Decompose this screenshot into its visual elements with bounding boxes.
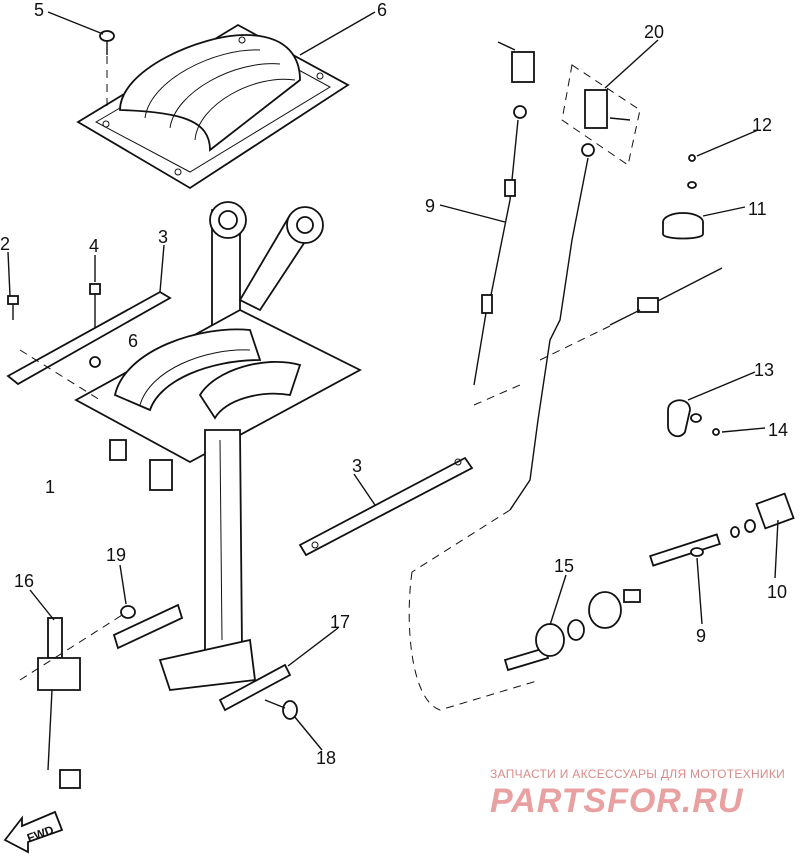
- callout-4: 4: [89, 236, 99, 256]
- callout-15: 15: [554, 556, 574, 576]
- callout-19: 19: [106, 545, 126, 565]
- rod-cable: [539, 267, 723, 361]
- strap-3-lower: [298, 456, 474, 557]
- watermark-brand: PARTSFOR.RU: [490, 782, 744, 820]
- plate-19: [112, 603, 184, 650]
- callout-13: 13: [754, 360, 774, 380]
- callout-16: 16: [14, 571, 34, 591]
- switch-16: [19, 609, 131, 789]
- callout-1: 1: [45, 477, 55, 497]
- watermark: ЗАПЧАСТИ И АКСЕССУАРЫ ДЛЯ МОТОТЕХНИКИ PA…: [490, 767, 785, 820]
- cable-8: [473, 41, 535, 406]
- clip-13: [667, 399, 691, 438]
- grip-10: [730, 492, 795, 538]
- callout-12: 12: [752, 115, 772, 135]
- callout-6: 6: [377, 0, 387, 20]
- lever-assembly: [74, 201, 362, 691]
- nut-14: [690, 413, 720, 436]
- throttle-15: [503, 589, 641, 672]
- callout-labels: 5 6 2 4 3 6 1 9 20 12 11 13 14 3 10 9 15…: [0, 0, 788, 768]
- knob-11: [662, 212, 704, 240]
- callout-3-lower: 3: [352, 456, 362, 476]
- shaft-9: [649, 533, 721, 567]
- callout-11: 11: [748, 199, 767, 219]
- callout-7: 5: [34, 0, 44, 20]
- fwd-arrow: FWD: [3, 810, 64, 854]
- callout-10: 10: [767, 582, 787, 602]
- callout-9: 9: [696, 626, 706, 646]
- callout-8: 9: [425, 196, 435, 216]
- bolt-4: [89, 283, 101, 368]
- callout-5: 6: [128, 331, 138, 351]
- callout-18: 18: [316, 748, 336, 768]
- clamp-20: [408, 64, 641, 711]
- callout-14: 14: [768, 420, 788, 440]
- leader-lines: [7, 11, 779, 751]
- cover-plate: [76, 23, 350, 190]
- watermark-tagline: ЗАПЧАСТИ И АКСЕССУАРЫ ДЛЯ МОТОТЕХНИКИ: [490, 767, 785, 781]
- callout-3-upper: 3: [158, 227, 168, 247]
- callout-2: 2: [0, 234, 10, 254]
- callout-20: 20: [644, 22, 664, 42]
- callout-17: 17: [330, 612, 350, 632]
- screw-7: [99, 30, 115, 112]
- plate-17: [218, 663, 292, 712]
- pin-12: [687, 154, 697, 189]
- strap-3-upper: [6, 290, 172, 401]
- bolt-18: [264, 699, 298, 720]
- bolt-2: [7, 295, 19, 320]
